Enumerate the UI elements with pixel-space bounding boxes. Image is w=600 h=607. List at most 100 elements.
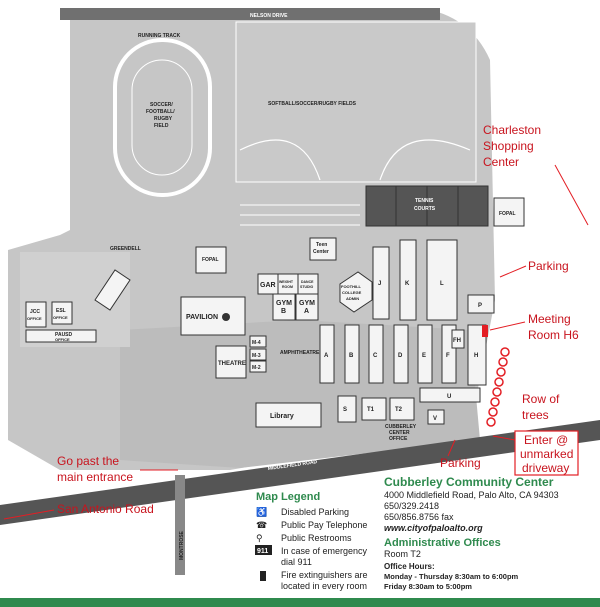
hours-line-2: Friday 8:30am to 5:00pm	[384, 582, 472, 591]
montrose-label: MONTROSE	[179, 530, 185, 560]
wing-c-label: C	[373, 353, 378, 359]
wheelchair-icon: ♿	[256, 506, 267, 517]
san-antonio-arrow	[3, 509, 55, 520]
parking-lot-top	[240, 204, 360, 226]
legend-item-telephone: Public Pay Telephone	[281, 520, 367, 530]
pausd-label-2: OFFICE	[55, 337, 70, 342]
parking-bottom-arrow	[447, 439, 456, 457]
wing-l	[426, 239, 458, 321]
teen-center-building	[309, 237, 337, 261]
fopal-left-label: FOPAL	[202, 257, 219, 263]
greendell-label: GREENDELL	[110, 246, 141, 252]
theatre-building	[215, 345, 247, 379]
wing-c	[368, 324, 384, 384]
center-phone: 650/329.2418	[384, 501, 439, 511]
annotations: Charleston Shopping Center Parking Meeti…	[3, 123, 589, 520]
meeting-annotation-1: Meeting	[528, 312, 571, 326]
parking-top-annotation: Parking	[528, 259, 569, 273]
dance-studio-label-2: STUDIO	[300, 285, 314, 289]
wing-s	[337, 395, 357, 423]
weight-room-building	[277, 273, 299, 295]
fire-extinguisher-icon	[260, 571, 266, 581]
wing-k-label: K	[405, 281, 410, 287]
wing-j	[372, 246, 390, 320]
pausd-office	[25, 329, 97, 343]
cubberley-office-label-1: CUBBERLEY	[385, 424, 417, 430]
cubberley-office-label-3: OFFICE	[389, 436, 408, 442]
gym-b-label-1: GYM	[276, 300, 292, 307]
m2-building	[249, 360, 267, 373]
charleston-annotation-3: Center	[483, 155, 519, 169]
center-info: Cubberley Community Center 4000 Middlefi…	[384, 475, 559, 591]
parking-top-arrow	[499, 265, 527, 278]
pausd-label-1: PAUSD	[55, 332, 73, 338]
trees-annotation-2: trees	[522, 408, 549, 422]
dance-studio-label-1: DANCE	[301, 280, 314, 284]
charleston-arrow	[554, 164, 589, 226]
fopal-right-building	[493, 197, 525, 227]
m4-building	[249, 335, 267, 348]
field-arc-right	[379, 139, 471, 181]
soccer-field-label-3: RUGBY	[154, 116, 173, 122]
hours-label: Office Hours:	[384, 562, 435, 571]
go-past-annotation-2: main entrance	[57, 470, 133, 484]
fopal-right-label: FOPAL	[499, 211, 516, 217]
parking-bottom-annotation: Parking	[440, 456, 481, 470]
wing-p	[467, 294, 495, 314]
legend-item-emergency-1: In case of emergency	[281, 546, 368, 556]
enter-annotation-1: Enter @	[524, 433, 568, 447]
admin-room: Room T2	[384, 549, 421, 559]
wing-k	[399, 239, 417, 321]
foothill-label-3: ADMIN	[346, 296, 359, 301]
meeting-annotation-2: Room H6	[528, 328, 579, 342]
telephone-icon	[222, 313, 230, 321]
nelson-drive-label: NELSON DRIVE	[250, 13, 288, 19]
gym-a-building	[295, 293, 319, 321]
teen-center-label-2: Center	[313, 249, 329, 255]
wing-u	[419, 387, 481, 403]
enter-driveway-box	[514, 430, 579, 476]
montrose-road	[175, 475, 185, 575]
running-track	[113, 38, 212, 197]
wing-f-label: F	[446, 353, 450, 359]
trees-annotation-1: Row of	[522, 392, 560, 406]
wing-b	[344, 324, 360, 384]
wing-t2-label: T2	[395, 407, 403, 413]
wing-e-label: E	[422, 353, 426, 359]
m4-label: M-4	[252, 340, 261, 346]
wing-b-label: B	[349, 353, 354, 359]
admin-title: Administrative Offices	[384, 537, 501, 549]
legend-item-fire-2: located in every room	[281, 581, 367, 591]
san-antonio-annotation: San Antonio Road	[57, 502, 154, 516]
esl-label-2: OFFICE	[53, 315, 68, 320]
library-building	[255, 402, 322, 428]
m3-label: M-3	[252, 353, 261, 359]
foothill-label-2: COLLEGE	[342, 290, 362, 295]
weight-room-label-1: WEIGHT	[279, 280, 294, 284]
jcc-office	[25, 301, 47, 328]
center-title: Cubberley Community Center	[384, 475, 554, 489]
m2-label: M-2	[252, 365, 261, 371]
go-past-annotation-1: Go past the	[57, 454, 119, 468]
wing-t1-label: T1	[367, 407, 375, 413]
wing-h-label: H	[474, 353, 478, 359]
gym-b-building	[272, 293, 296, 321]
legend-item-emergency-2: dial 911	[281, 557, 312, 567]
middlefield-road	[0, 420, 600, 525]
soccer-field-label-2: FOOTBALL/	[146, 109, 175, 115]
esl-office	[51, 301, 73, 325]
wing-v	[427, 409, 445, 425]
wing-j-label: J	[378, 281, 381, 287]
legend-item-fire-1: Fire extinguishers are	[281, 570, 368, 580]
dance-studio-building	[297, 273, 319, 295]
911-icon-text: 911	[257, 548, 268, 555]
center-website: www.cityofpaloalto.org	[384, 523, 483, 533]
foothill-college-admin	[339, 271, 373, 313]
wing-a-label: A	[324, 353, 329, 359]
soccer-field-label-4: FIELD	[154, 123, 169, 129]
greendell-buildings	[94, 269, 131, 311]
bottom-green-bar	[0, 598, 600, 607]
legend-item-disabled-parking: Disabled Parking	[281, 507, 349, 517]
legend-item-restrooms: Public Restrooms	[281, 533, 352, 543]
restroom-icon: ⚲	[256, 533, 263, 543]
